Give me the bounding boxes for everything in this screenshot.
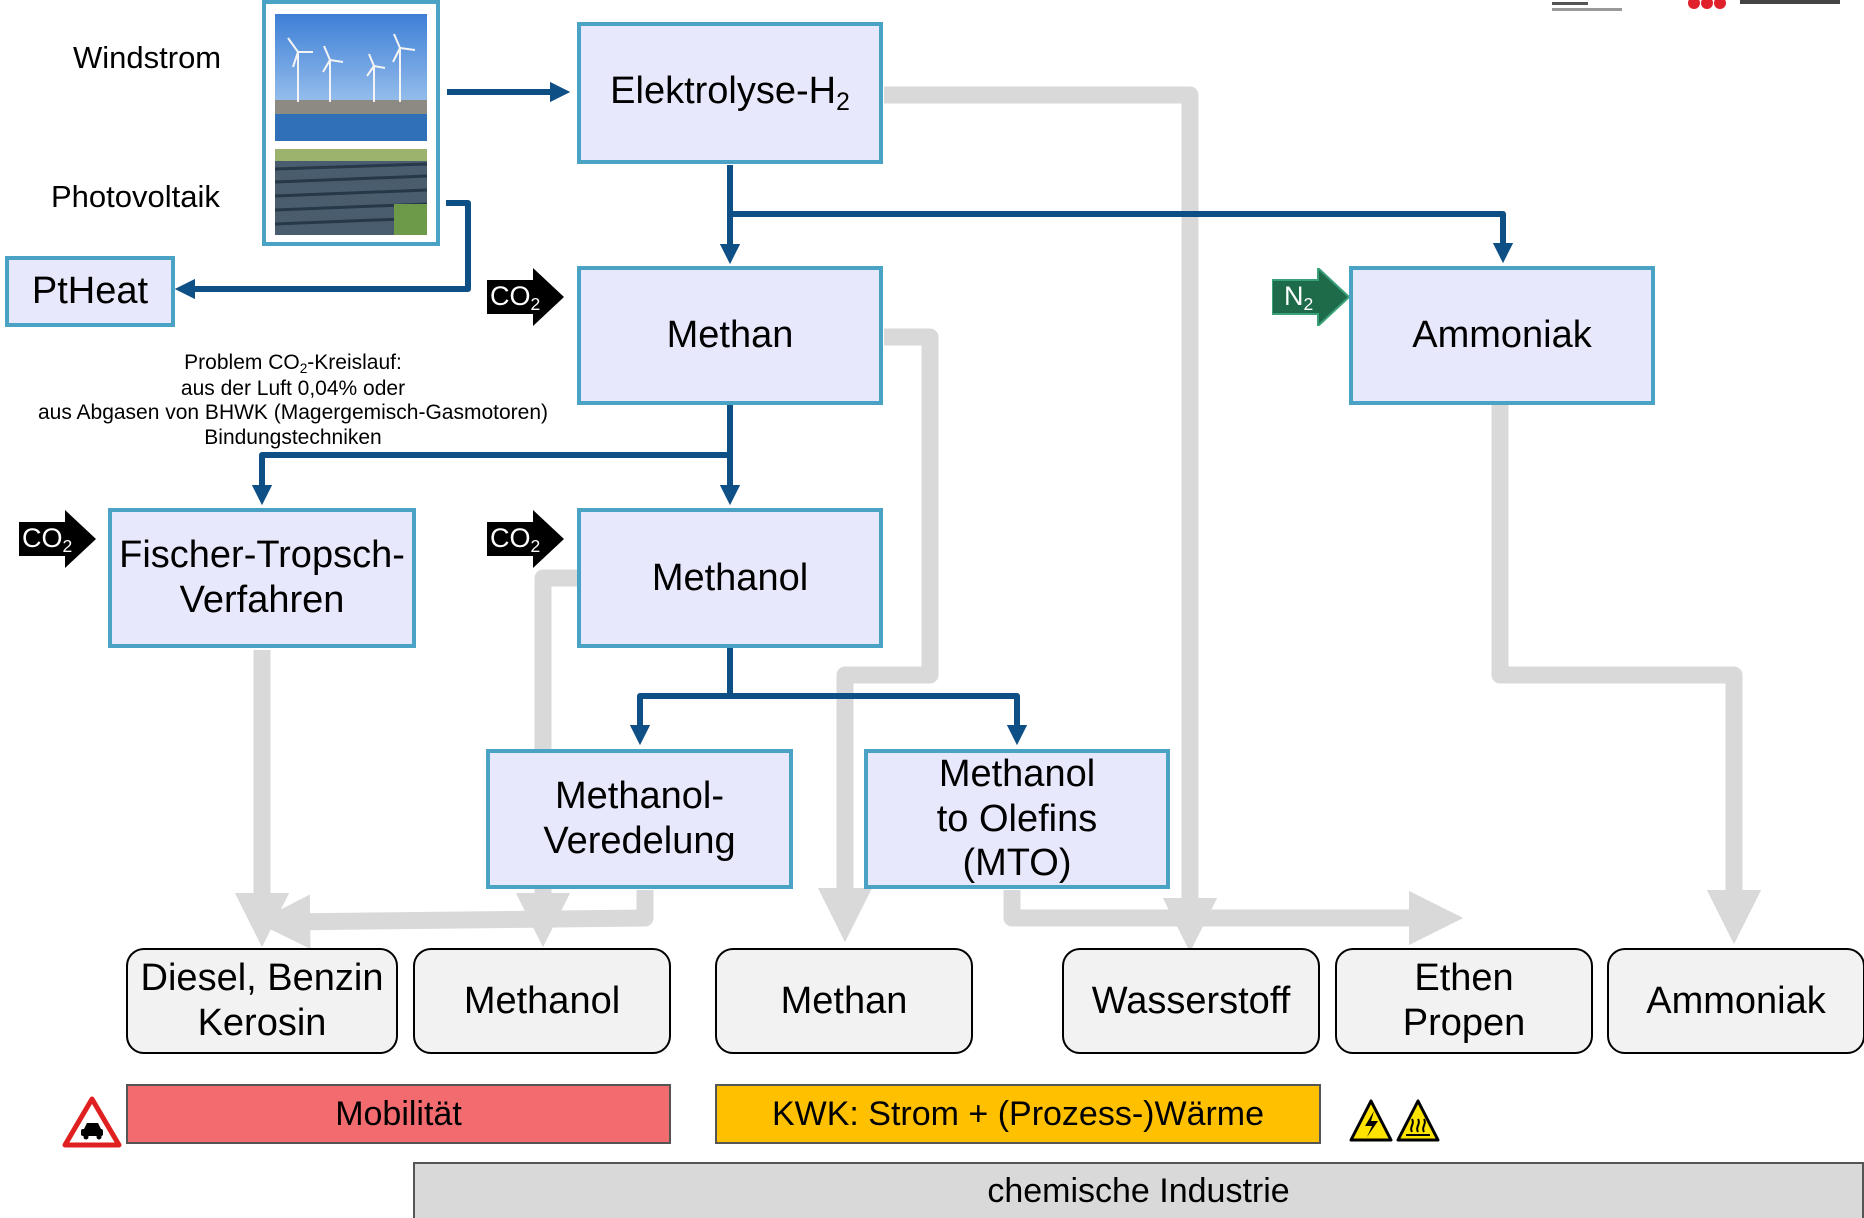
co2-cycle-note: Problem CO2-Kreislauf: aus der Luft 0,04…: [0, 351, 586, 450]
arrow-methanol-to-mto: [730, 693, 1028, 746]
line-h2-to-wasserstoff: [884, 86, 1218, 953]
arrow-h2-to-ammoniak: [730, 211, 1514, 264]
arrow-methan-to-ft: [251, 452, 730, 506]
ft-label-line1: Fischer-Tropsch-: [119, 534, 405, 577]
windstrom-label: Windstrom: [73, 40, 222, 75]
electric-hazard-icon: [1349, 1099, 1393, 1142]
mto-label-line2: to Olefins: [936, 797, 1098, 840]
ft-label-line2: Verfahren: [179, 579, 345, 621]
product-wasserstoff: Wasserstoff: [1062, 948, 1320, 1054]
mobilitaet-band: Mobilität: [126, 1084, 671, 1144]
methanol-box: Methanol: [577, 508, 883, 648]
ptheat-box: PtHeat: [5, 256, 175, 327]
wind-turbine-photo: [275, 14, 427, 141]
line-ammoniak-to-ammoniak: [1491, 405, 1762, 945]
n2-input-ammoniak: N2: [1271, 265, 1351, 329]
mto-label-line3: (MTO): [962, 842, 1072, 885]
elektrolyse-label: Elektrolyse-H2: [610, 69, 850, 116]
veredelung-label-line1: Methanol-: [555, 775, 724, 818]
photovoltaik-label: Photovoltaik: [51, 179, 220, 214]
line-veredelung-to-diesel: [255, 890, 654, 949]
product-diesel: Diesel, Benzin Kerosin: [126, 948, 398, 1054]
energy-sources-frame: [262, 0, 440, 246]
arrow-methanol-to-veredelung: [629, 648, 733, 746]
product-methan: Methan: [715, 948, 973, 1054]
car-hazard-icon: [62, 1096, 122, 1148]
elektrolyse-box: Elektrolyse-H2: [577, 22, 883, 164]
mobilitaet-label: Mobilität: [335, 1094, 462, 1133]
note-line1: Problem CO2-Kreislauf:: [184, 351, 402, 376]
co2-input-methanol: CO2: [487, 510, 564, 568]
line-methan-to-methan: [817, 328, 939, 943]
note-line3: aus Abgasen von BHWK (Magergemisch-Gasmo…: [37, 401, 549, 425]
co2-input-ft: CO2: [19, 510, 96, 568]
kwk-label: KWK: Strom + (Prozess-)Wärme: [771, 1094, 1265, 1133]
product-ethen-propen: Ethen Propen: [1335, 948, 1593, 1054]
industrie-label: chemische Industrie: [987, 1171, 1290, 1210]
ammoniak-box: Ammoniak: [1349, 266, 1655, 405]
mto-label-line1: Methanol: [938, 752, 1096, 795]
hot-surface-icon: [1396, 1099, 1440, 1142]
solar-park-photo: [274, 149, 428, 235]
product-ammoniak: Ammoniak: [1607, 948, 1864, 1054]
methan-label: Methan: [666, 314, 794, 357]
product-methanol: Methanol: [413, 948, 671, 1054]
methan-box: Methan: [577, 266, 883, 405]
ptheat-label: PtHeat: [31, 270, 149, 313]
kwk-band: KWK: Strom + (Prozess-)Wärme: [715, 1084, 1321, 1144]
line-mto-to-ethen: [1003, 890, 1464, 946]
co2-input-methan: CO2: [487, 268, 564, 326]
fischer-tropsch-box: Fischer-Tropsch- Verfahren: [108, 508, 416, 648]
note-line4: Bindungstechniken: [204, 425, 382, 449]
co2-arrow-icon: [19, 510, 96, 568]
methanol-label: Methanol: [651, 556, 809, 599]
ammoniak-label: Ammoniak: [1412, 314, 1592, 357]
methanol-veredelung-box: Methanol- Veredelung: [486, 749, 793, 889]
n2-arrow-icon: [1271, 265, 1351, 329]
university-logo-icon: [1552, 0, 1840, 11]
co2-arrow-icon: [487, 510, 564, 568]
note-line2: aus der Luft 0,04% oder: [180, 376, 406, 400]
mto-box: Methanol to Olefins (MTO): [864, 749, 1170, 889]
industrie-band: chemische Industrie: [413, 1162, 1864, 1218]
veredelung-label-line2: Veredelung: [543, 820, 736, 862]
arrow-power-to-ptheat: [174, 200, 471, 300]
co2-arrow-icon: [487, 268, 564, 326]
